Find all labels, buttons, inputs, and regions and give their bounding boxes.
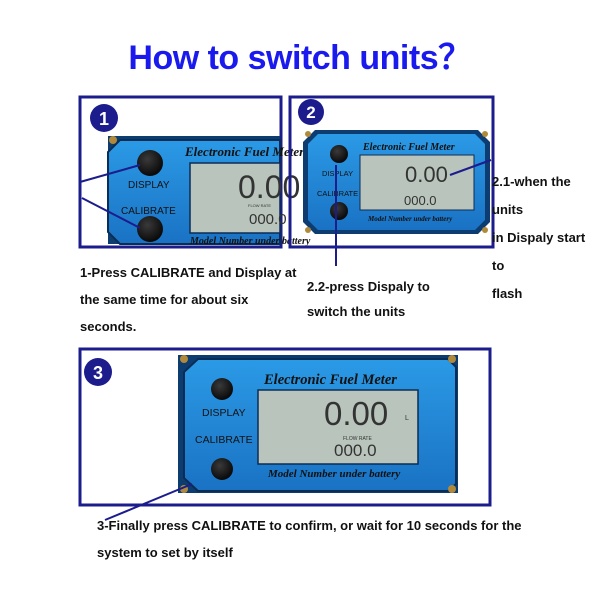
step-2-caption-b: 2.2-press Dispaly to switch the units bbox=[307, 274, 430, 324]
display-button-icon bbox=[211, 378, 233, 400]
step-2-panel: DISPLAY CALIBRATE Electronic Fuel Meter … bbox=[288, 95, 495, 266]
screw-icon bbox=[180, 355, 188, 363]
meter-footer: Model Number under battery bbox=[367, 215, 453, 223]
screw-icon bbox=[482, 131, 488, 137]
display-button-label: DISPLAY bbox=[202, 407, 246, 419]
screw-icon bbox=[448, 485, 456, 493]
meter-brand: Electronic Fuel Meter bbox=[362, 142, 455, 153]
flow-rate-value: 000.0 bbox=[404, 193, 437, 208]
caption-line: 2.1-when the units bbox=[492, 174, 571, 217]
meter-footer: Model Number under battery bbox=[189, 236, 311, 247]
display-button-icon bbox=[137, 150, 163, 176]
screw-icon bbox=[305, 227, 311, 233]
lcd-reading: 0.00 bbox=[405, 162, 448, 187]
step-badge bbox=[90, 104, 118, 132]
meter-brand: Electronic Fuel Meter bbox=[184, 144, 305, 159]
display-button-icon bbox=[330, 145, 348, 163]
caption-line: seconds. bbox=[80, 319, 137, 334]
caption-line: 2.2-press Dispaly to bbox=[307, 279, 430, 294]
calibrate-button-icon bbox=[330, 202, 348, 220]
step-badge bbox=[84, 358, 112, 386]
step-3-frame bbox=[78, 347, 492, 507]
meter-brand: Electronic Fuel Meter bbox=[263, 372, 397, 388]
display-button-label: DISPLAY bbox=[128, 180, 170, 191]
caption-line: switch the units bbox=[307, 304, 406, 319]
step-number: 2 bbox=[306, 103, 315, 122]
caption-line: flash bbox=[492, 286, 523, 301]
calibrate-button-label: CALIBRATE bbox=[195, 434, 253, 446]
step-3-caption: 3-Finally press CALIBRATE to confirm, or… bbox=[97, 512, 522, 566]
pointer-line bbox=[81, 197, 141, 229]
flow-rate-value: 000.0 bbox=[334, 441, 377, 460]
screw-icon bbox=[482, 227, 488, 233]
step-number: 3 bbox=[93, 363, 103, 383]
lcd-reading: 0.00 bbox=[324, 395, 388, 432]
screw-icon bbox=[305, 131, 311, 137]
flow-rate-label: FLOW RATE bbox=[248, 203, 271, 208]
screw-icon bbox=[109, 136, 117, 144]
calibrate-button-icon bbox=[137, 216, 163, 242]
flow-rate-label: FLOW RATE bbox=[343, 436, 372, 442]
pointer-line bbox=[449, 159, 492, 176]
pointer-line bbox=[79, 164, 141, 183]
step-badge bbox=[298, 99, 324, 125]
step-number: 1 bbox=[99, 109, 109, 129]
step-3-panel: DISPLAY CALIBRATE Electronic Fuel Meter … bbox=[78, 347, 492, 521]
caption-line: in Dispaly start to bbox=[492, 230, 586, 273]
step-2-meter: DISPLAY CALIBRATE Electronic Fuel Meter … bbox=[303, 130, 490, 234]
step-1-caption: 1-Press CALIBRATE and Display at the sam… bbox=[80, 262, 296, 338]
page-title: How to switch units？ bbox=[128, 39, 472, 77]
calibrate-button-label: CALIBRATE bbox=[317, 189, 358, 198]
caption-line: the same time for about six bbox=[80, 292, 249, 307]
screw-icon bbox=[448, 355, 456, 363]
caption-line: 3-Finally press CALIBRATE to confirm, or… bbox=[97, 518, 522, 533]
calibrate-button-label: CALIBRATE bbox=[121, 206, 176, 217]
meter-footer: Model Number under battery bbox=[267, 468, 400, 480]
lcd-screen bbox=[189, 162, 281, 234]
caption-line: system to set by itself bbox=[97, 545, 233, 560]
caption-line: 1-Press CALIBRATE and Display at bbox=[80, 265, 297, 280]
step-1-meter: DISPLAY CALIBRATE Electronic Fuel Meter … bbox=[107, 136, 311, 247]
lcd-screen bbox=[257, 389, 419, 465]
step-3-meter: DISPLAY CALIBRATE Electronic Fuel Meter … bbox=[178, 355, 458, 493]
flow-rate-value: 000.0 bbox=[249, 211, 287, 228]
lcd-unit: L bbox=[405, 415, 409, 422]
pointer-line bbox=[104, 483, 193, 521]
step-2-frame bbox=[288, 95, 495, 249]
calibrate-button-icon bbox=[211, 458, 233, 480]
step-1-panel: DISPLAY CALIBRATE Electronic Fuel Meter … bbox=[78, 95, 311, 249]
step-2-caption-a: 2.1-when the units in Dispaly start to f… bbox=[492, 168, 600, 308]
display-button-label: DISPLAY bbox=[322, 169, 353, 178]
lcd-screen bbox=[359, 154, 475, 211]
